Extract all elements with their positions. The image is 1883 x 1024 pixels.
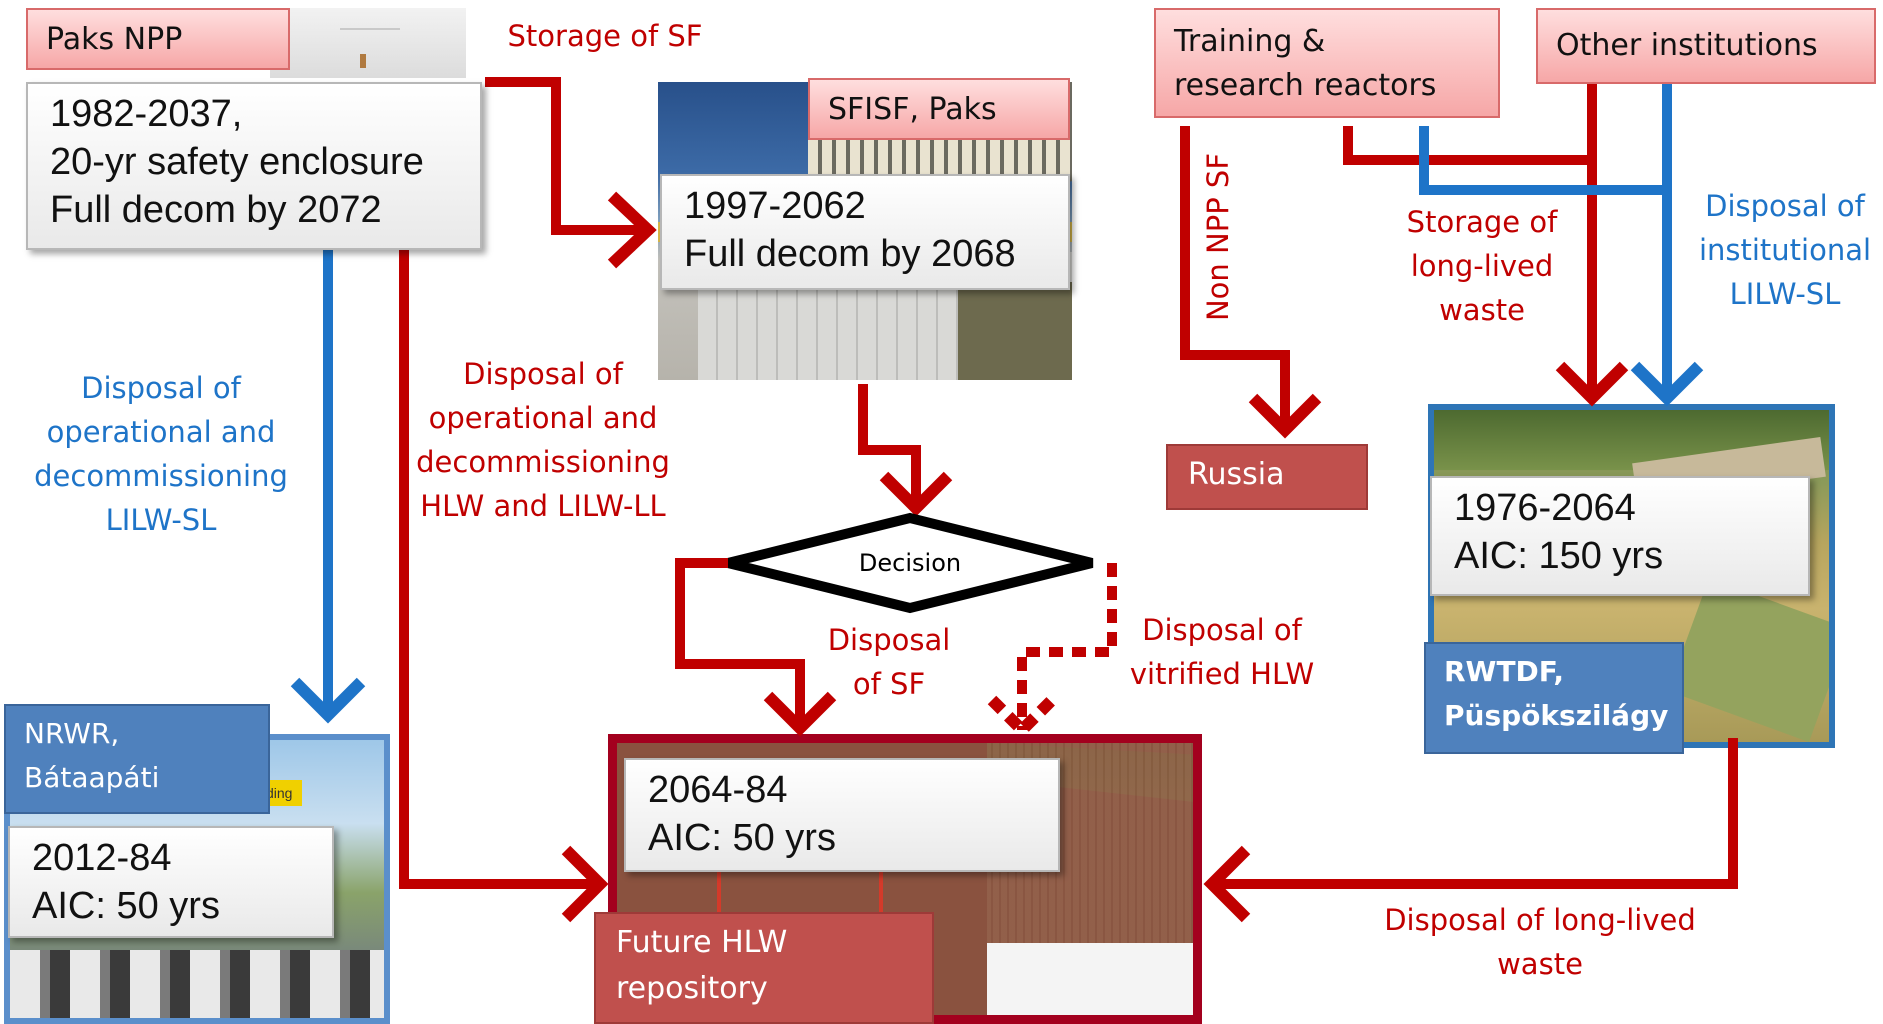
arrowhead-paks-to-sfisf (607, 191, 657, 269)
training-reactors-title: Training & research reactors (1154, 8, 1500, 118)
sfisf-title: SFISF, Paks (808, 78, 1070, 140)
arrowhead-decision-vitrified (987, 695, 1057, 739)
nrwr-info: 2012-84 AIC: 50 yrs (8, 826, 334, 938)
label-line: Disposal (827, 623, 951, 657)
label-line: Disposal of (1142, 613, 1302, 647)
sfisf-info: 1997-2062 Full decom by 2068 (660, 174, 1070, 290)
training-title-line: Training & (1174, 24, 1326, 59)
label-disposal-sf: Disposal of SF (806, 618, 972, 706)
sfisf-info-line: 1997-2062 (684, 185, 866, 227)
label-line: operational and (46, 415, 276, 449)
arrowhead-paks-to-nrwr (290, 677, 366, 724)
label-storage-sf: Storage of SF (500, 14, 710, 58)
paks-photo (270, 8, 466, 78)
nrwr-title-line: NRWR, (24, 717, 120, 750)
arrowhead-training-to-russia (1248, 393, 1322, 439)
label-disposal-lilw-sl: Disposal of operational and decommission… (16, 366, 306, 542)
arrow-rwtdf-to-hlw (1212, 738, 1738, 889)
nrwr-sign: ding (266, 780, 302, 806)
arrowhead-storage-to-rwtdf (1555, 361, 1629, 407)
rwtdf-info: 1976-2064 AIC: 150 yrs (1430, 476, 1810, 596)
hlw-info-line: 2064-84 (648, 769, 788, 811)
training-title-line: research reactors (1174, 68, 1437, 103)
label-line: LILW-SL (1729, 277, 1841, 311)
rwtdf-title-line: RWTDF, (1444, 655, 1565, 688)
label-line: Disposal of (81, 371, 241, 405)
label-line: HLW and LILW-LL (420, 489, 666, 523)
paks-npp-title: Paks NPP (26, 8, 290, 70)
label-line: waste (1439, 293, 1525, 327)
label-storage-long-lived: Storage of long-lived waste (1392, 200, 1572, 332)
paks-npp-info: 1982-2037, 20-yr safety enclosure Full d… (26, 82, 482, 250)
arrow-sfisf-to-decision (858, 384, 921, 508)
arrowhead-paks-to-hlw (561, 845, 609, 923)
label-disposal-long-lived: Disposal of long-lived waste (1370, 898, 1710, 986)
sfisf-info-line: Full decom by 2068 (684, 233, 1016, 275)
label-non-npp-sf-text: Non NPP SF (1201, 153, 1235, 322)
russia-box: Russia (1166, 444, 1368, 510)
label-line: decommissioning (416, 445, 670, 479)
rwtdf-title: RWTDF, Püspökszilágy (1424, 642, 1684, 754)
arrow-institutions-disposal (1419, 126, 1667, 195)
label-storage-sf-text: Storage of SF (507, 19, 703, 53)
label-disposal-vitrified: Disposal of vitrified HLW (1112, 608, 1332, 696)
arrowhead-sfisf-to-decision (879, 471, 953, 517)
nrwr-title-line: Bátaapáti (24, 761, 160, 794)
label-line: Disposal of (463, 357, 623, 391)
label-line: of SF (852, 667, 926, 701)
arrow-paks-to-hlw (399, 250, 600, 889)
paks-npp-info-line: 20-yr safety enclosure (50, 141, 424, 183)
hlw-title-line: Future HLW (616, 925, 788, 960)
arrow-paks-to-sfisf (485, 77, 648, 235)
hlw-repository-title: Future HLW repository (594, 912, 934, 1024)
label-line: Disposal of (1705, 189, 1865, 223)
label-line: vitrified HLW (1129, 657, 1315, 691)
label-line: decommissioning (34, 459, 288, 493)
hlw-info-line: AIC: 50 yrs (648, 817, 836, 859)
label-line: operational and (428, 401, 658, 435)
label-disposal-institutional: Disposal of institutional LILW-SL (1690, 184, 1880, 316)
arrow-institutions-storage (1343, 126, 1592, 165)
decision-label: Decision (858, 549, 962, 577)
paks-npp-info-line: Full decom by 2072 (50, 189, 382, 231)
label-line: Disposal of long-lived (1384, 903, 1696, 937)
paks-npp-info-line: 1982-2037, (50, 93, 243, 135)
label-line: LILW-SL (105, 503, 217, 537)
nrwr-title: NRWR, Bátaapáti (4, 704, 270, 814)
label-disposal-hlw-lilw-ll: Disposal of operational and decommission… (400, 352, 686, 528)
arrow-decision-disposal-sf (675, 558, 805, 728)
label-line: Storage of (1406, 205, 1558, 239)
hlw-title-line: repository (616, 971, 768, 1006)
label-line: long-lived (1410, 249, 1554, 283)
label-line: institutional (1698, 233, 1872, 267)
arrowhead-institutional-to-rwtdf (1630, 361, 1704, 407)
rwtdf-title-line: Püspökszilágy (1444, 699, 1669, 732)
label-non-npp-sf: Non NPP SF (1196, 117, 1240, 357)
arrowhead-rwtdf-to-hlw (1203, 845, 1251, 923)
arrow-decision-vitrified (1017, 563, 1117, 730)
rwtdf-info-line: AIC: 150 yrs (1454, 535, 1664, 577)
nrwr-info-line: AIC: 50 yrs (32, 885, 220, 927)
label-line: waste (1497, 947, 1583, 981)
other-institutions-title: Other institutions (1536, 8, 1876, 84)
rwtdf-info-line: 1976-2064 (1454, 487, 1636, 529)
nrwr-info-line: 2012-84 (32, 837, 172, 879)
hlw-repository-info: 2064-84 AIC: 50 yrs (624, 758, 1060, 872)
